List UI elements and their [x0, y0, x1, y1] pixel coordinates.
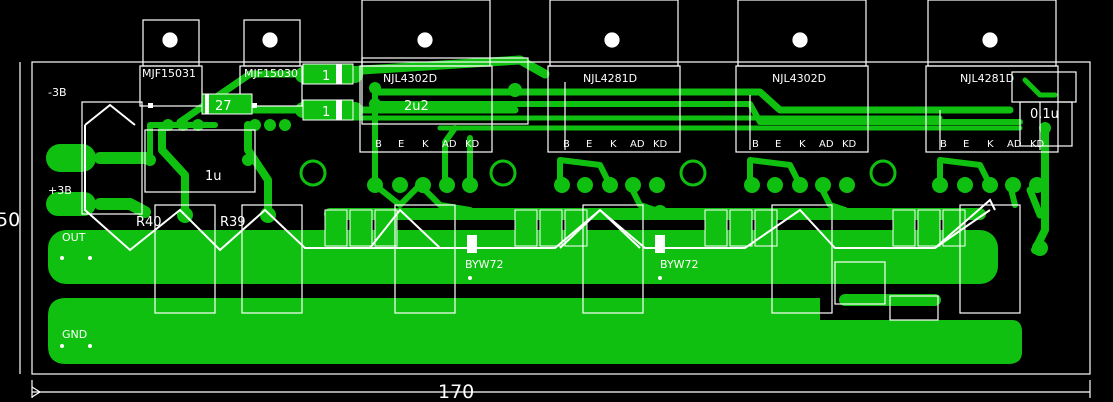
svg-text:E: E [398, 139, 404, 150]
output-transistor-4-part: NJL4281D [960, 72, 1014, 85]
svg-text:K: K [987, 139, 994, 150]
svg-text:AD: AD [442, 139, 457, 150]
output-transistor-3-part: NJL4302D [772, 72, 826, 85]
svg-text:AD: AD [1007, 139, 1022, 150]
ground-rail [48, 298, 1022, 364]
driver-1-part: MJF15031 [142, 67, 196, 80]
diode-1-label: 1 [322, 69, 330, 84]
resistor-27-label: 27 [215, 99, 232, 114]
neg-supply-label: -3B [48, 86, 67, 99]
svg-text:AD: AD [819, 139, 834, 150]
pin-labels: B E K AD KD B E K AD KD B E K AD KD B E … [375, 139, 1045, 150]
svg-text:KD: KD [842, 139, 857, 150]
supply-pos-pad [46, 192, 96, 216]
svg-text:KD: KD [1030, 139, 1045, 150]
svg-text:E: E [963, 139, 969, 150]
svg-text:B: B [375, 139, 382, 150]
height-dimension: 50 [0, 209, 20, 231]
driver-2-part: MJF15030 [244, 67, 298, 80]
supply-neg-pad [46, 144, 96, 172]
rail-vias [60, 256, 662, 348]
byw72-a-label: BYW72 [465, 258, 504, 271]
board-outline [31, 61, 1091, 375]
cap-01u-label: 0.1u [1030, 107, 1059, 122]
r39-label: R39 [220, 215, 246, 230]
svg-text:AD: AD [630, 139, 645, 150]
r40-label: R40 [136, 215, 162, 230]
svg-text:K: K [422, 139, 429, 150]
copper-layer [46, 144, 1022, 364]
svg-text:E: E [586, 139, 592, 150]
cap-1u-label: 1u [205, 169, 222, 184]
svg-text:E: E [775, 139, 781, 150]
svg-text:KD: KD [465, 139, 480, 150]
svg-text:B: B [752, 139, 759, 150]
svg-text:B: B [940, 139, 947, 150]
output-transistor-1-part: NJL4302D [383, 72, 437, 85]
svg-text:B: B [563, 139, 570, 150]
svg-text:K: K [610, 139, 617, 150]
width-dimension: 170 [438, 381, 474, 402]
silkscreen-layer [19, 0, 1091, 398]
transistor-pin-row [367, 177, 1045, 193]
output-label: OUT [62, 231, 86, 244]
pos-supply-label: +3B [48, 184, 72, 197]
mounting-holes [299, 159, 897, 187]
small-components [148, 63, 665, 253]
ground-label: GND [62, 328, 87, 341]
diode-2-label: 1 [322, 105, 330, 120]
byw72-b-label: BYW72 [660, 258, 699, 271]
cap-2u2-label: 2u2 [404, 99, 429, 114]
svg-text:K: K [799, 139, 806, 150]
svg-text:KD: KD [653, 139, 668, 150]
output-transistor-2-part: NJL4281D [583, 72, 637, 85]
